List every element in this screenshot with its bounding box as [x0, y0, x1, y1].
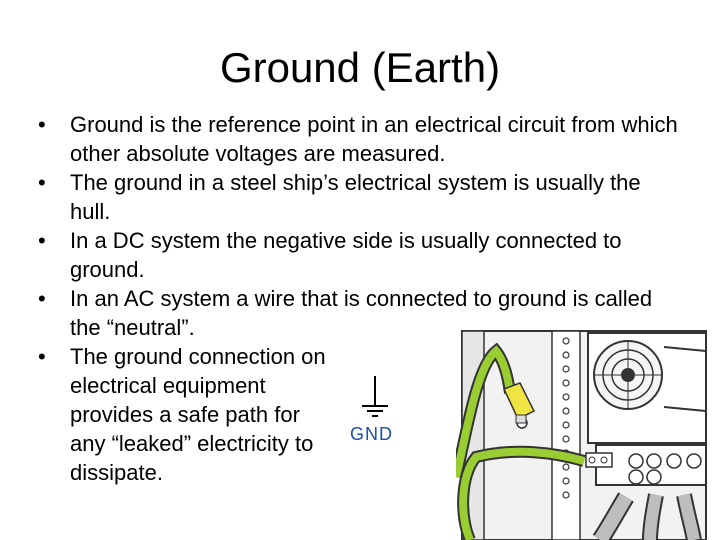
bullet-marker: •: [38, 228, 46, 253]
ground-symbol-icon: [362, 376, 388, 417]
bullet-item: • Ground is the reference point in an el…: [0, 110, 680, 168]
slide-title: Ground (Earth): [219, 44, 501, 91]
bullet-text: The ground in a steel ship’s electrical …: [70, 170, 641, 224]
bullet-text: The ground connection on electrical equi…: [70, 344, 326, 485]
bullet-text: Ground is the reference point in an elec…: [70, 112, 678, 166]
bullet-marker: •: [38, 344, 46, 369]
bullet-item: • The ground connection on electrical eq…: [0, 342, 680, 487]
bullet-item: • The ground in a steel ship’s electrica…: [0, 168, 680, 226]
bullet-text: In an AC system a wire that is connected…: [70, 286, 653, 340]
bullet-item: • In a DC system the negative side is us…: [0, 226, 680, 284]
bullet-item: • In an AC system a wire that is connect…: [0, 284, 680, 342]
bullet-marker: •: [38, 112, 46, 137]
bullet-text: In a DC system the negative side is usua…: [70, 228, 622, 282]
equipment-grounding-illustration: [456, 327, 712, 540]
bullet-list: • Ground is the reference point in an el…: [0, 110, 680, 487]
bullet-marker: •: [38, 286, 46, 311]
bullet-marker: •: [38, 170, 46, 195]
ground-label: GND: [350, 424, 393, 444]
